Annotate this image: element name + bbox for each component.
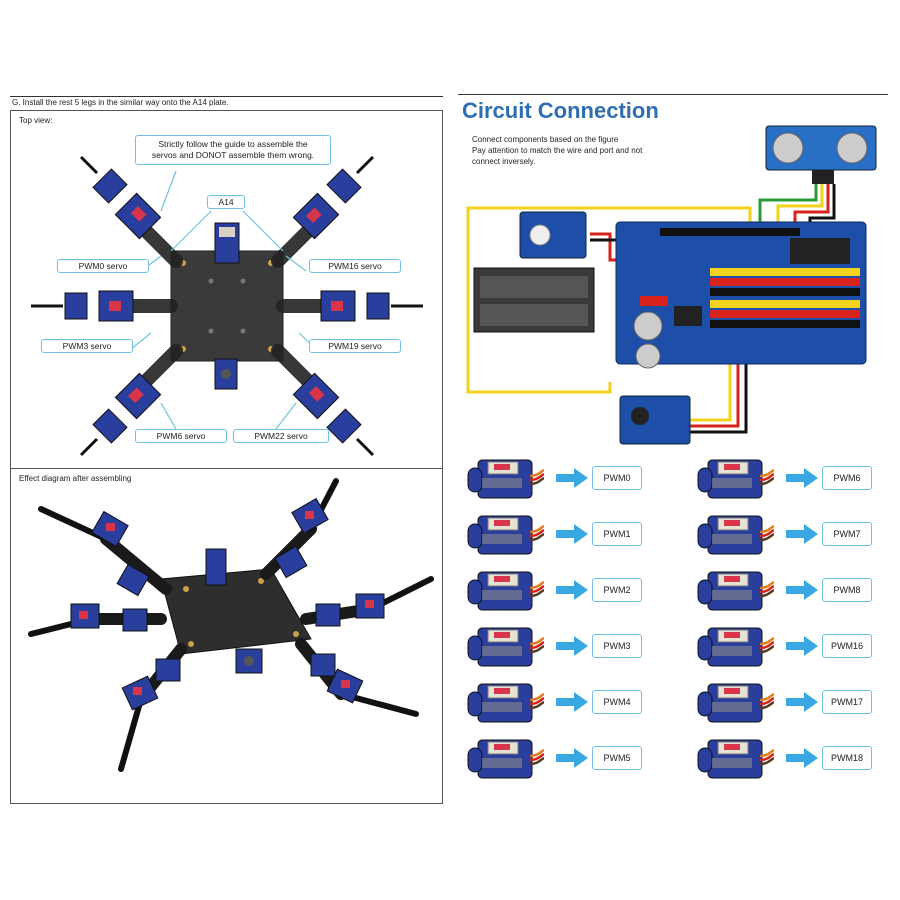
servo-motor-icon bbox=[694, 566, 775, 621]
warning-note-line-2: servos and DONOT assemble them wrong. bbox=[151, 150, 315, 160]
servo-motor-icon bbox=[694, 622, 775, 677]
servo-motor-icon bbox=[464, 566, 545, 621]
pwm0-servo-label: PWM0 servo bbox=[57, 259, 149, 273]
servo-map-row: PWM4 bbox=[464, 678, 664, 728]
pwm-port-label: PWM6 bbox=[822, 466, 872, 490]
pwm19-servo-label: PWM19 servo bbox=[309, 339, 401, 353]
servo-motor-icon bbox=[694, 678, 775, 733]
servo-motor-icon bbox=[464, 678, 545, 733]
effect-diagram-panel: Effect diagram after assembling bbox=[10, 468, 443, 804]
arrow-right-icon bbox=[786, 580, 818, 605]
servo-motor-icon bbox=[694, 454, 775, 509]
assembly-page: G. Install the rest 5 legs in the simila… bbox=[10, 92, 443, 804]
assembly-warning-note: Strictly follow the guide to assemble th… bbox=[135, 135, 331, 165]
servo-motor-icon bbox=[464, 734, 545, 789]
warning-note-line-1: Strictly follow the guide to assemble th… bbox=[158, 139, 308, 149]
top-view-drawing bbox=[31, 155, 423, 457]
pwm6-servo-label: PWM6 servo bbox=[135, 429, 227, 443]
servo-map-row: PWM3 bbox=[464, 622, 664, 672]
step-instruction: G. Install the rest 5 legs in the simila… bbox=[12, 98, 229, 107]
pwm-port-label: PWM8 bbox=[822, 578, 872, 602]
servo-map-row: PWM18 bbox=[694, 734, 894, 784]
circuit-diagram bbox=[466, 125, 877, 445]
servo-motor-icon bbox=[694, 734, 775, 789]
arrow-right-icon bbox=[556, 524, 588, 549]
instruction-line-2: Pay attention to match the wire and port… bbox=[472, 146, 643, 155]
arrow-right-icon bbox=[556, 692, 588, 717]
servo-map-row: PWM6 bbox=[694, 454, 894, 504]
pwm-port-label: PWM18 bbox=[822, 746, 872, 770]
servo-map-row: PWM8 bbox=[694, 566, 894, 616]
pwm16-servo-label: PWM16 servo bbox=[309, 259, 401, 273]
arrow-right-icon bbox=[786, 748, 818, 773]
servo-map-row: PWM5 bbox=[464, 734, 664, 784]
top-view-title: Top view: bbox=[19, 116, 53, 125]
pwm-port-label: PWM7 bbox=[822, 522, 872, 546]
arrow-right-icon bbox=[556, 468, 588, 493]
instruction-line-3: connect inversely. bbox=[472, 157, 536, 166]
arrow-right-icon bbox=[556, 748, 588, 773]
servo-motor-icon bbox=[464, 510, 545, 565]
pwm22-servo-label: PWM22 servo bbox=[233, 429, 329, 443]
instruction-line-1: Connect components based on the figure bbox=[472, 135, 619, 144]
right-top-rule bbox=[458, 94, 888, 95]
top-rule bbox=[10, 96, 443, 97]
servo-map-row: PWM0 bbox=[464, 454, 664, 504]
pwm-port-label: PWM5 bbox=[592, 746, 642, 770]
top-view-panel: Top view: bbox=[10, 110, 443, 470]
pwm-port-label: PWM2 bbox=[592, 578, 642, 602]
pwm-port-label: PWM0 bbox=[592, 466, 642, 490]
servo-motor-icon bbox=[694, 510, 775, 565]
circuit-connection-title: Circuit Connection bbox=[462, 98, 659, 123]
servo-map-row: PWM17 bbox=[694, 678, 894, 728]
circuit-instructions: Connect components based on the figure P… bbox=[472, 134, 642, 167]
arrow-right-icon bbox=[786, 468, 818, 493]
servo-motor-icon bbox=[464, 454, 545, 509]
pwm-port-label: PWM4 bbox=[592, 690, 642, 714]
effect-diagram-title: Effect diagram after assembling bbox=[19, 474, 132, 483]
pwm3-servo-label: PWM3 servo bbox=[41, 339, 133, 353]
pwm-port-label: PWM1 bbox=[592, 522, 642, 546]
arrow-right-icon bbox=[556, 580, 588, 605]
pwm-port-label: PWM17 bbox=[822, 690, 872, 714]
servo-map-row: PWM16 bbox=[694, 622, 894, 672]
pwm-port-label: PWM3 bbox=[592, 634, 642, 658]
plate-label: A14 bbox=[207, 195, 245, 209]
pwm-port-label: PWM16 bbox=[822, 634, 872, 658]
servo-motor-icon bbox=[464, 622, 545, 677]
arrow-right-icon bbox=[556, 636, 588, 661]
arrow-right-icon bbox=[786, 636, 818, 661]
servo-map-row: PWM1 bbox=[464, 510, 664, 560]
assembled-robot-drawing bbox=[28, 478, 434, 772]
servo-map-row: PWM2 bbox=[464, 566, 664, 616]
arrow-right-icon bbox=[786, 524, 818, 549]
servo-map-row: PWM7 bbox=[694, 510, 894, 560]
arrow-right-icon bbox=[786, 692, 818, 717]
